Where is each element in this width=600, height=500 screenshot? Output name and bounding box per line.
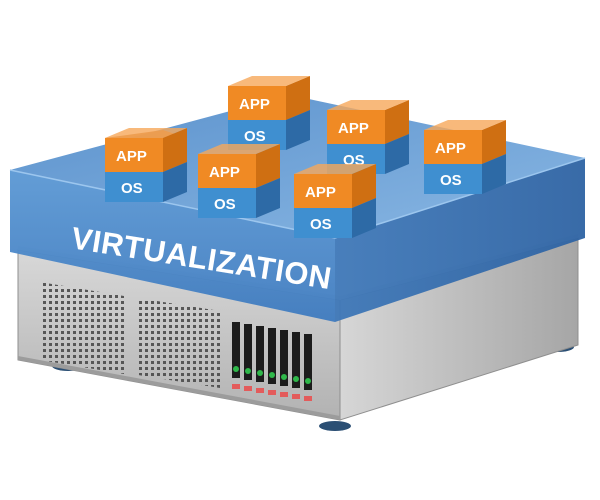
vm-os-label: OS xyxy=(244,128,266,145)
vm-box: APP OS xyxy=(105,128,187,202)
server-vent-middle xyxy=(138,298,220,388)
vm-box: APP OS xyxy=(327,100,409,174)
vm-app-label: APP xyxy=(116,148,147,165)
drive-bay xyxy=(292,332,300,399)
drive-bay xyxy=(256,326,264,393)
drive-bay xyxy=(304,334,312,401)
server-bottom-edge xyxy=(18,356,340,420)
drive-bay xyxy=(280,330,288,397)
vm-box: APP OS xyxy=(294,164,376,238)
server-drive-bays xyxy=(232,322,312,401)
vm-os-label: OS xyxy=(310,216,332,233)
vm-app-label: APP xyxy=(435,140,466,157)
vm-app-label: APP xyxy=(338,120,369,137)
server-foot-front xyxy=(319,421,351,431)
vm-os-label: OS xyxy=(214,196,236,213)
vm-box: APP OS xyxy=(424,120,506,194)
drive-bay xyxy=(268,328,276,395)
virtualization-front-face xyxy=(10,170,335,322)
vm-os-label: OS xyxy=(121,180,143,197)
vm-app-label: APP xyxy=(305,184,336,201)
vm-box: APP OS xyxy=(198,144,280,218)
drive-bay xyxy=(232,322,240,389)
drive-bay xyxy=(244,324,252,391)
vm-app-label: APP xyxy=(239,96,270,113)
vm-app-label: APP xyxy=(209,164,240,181)
server-vent-left xyxy=(40,282,124,374)
vm-os-label: OS xyxy=(440,172,462,189)
virtualization-right-face xyxy=(335,158,585,322)
vm-box: APP OS xyxy=(228,76,310,150)
